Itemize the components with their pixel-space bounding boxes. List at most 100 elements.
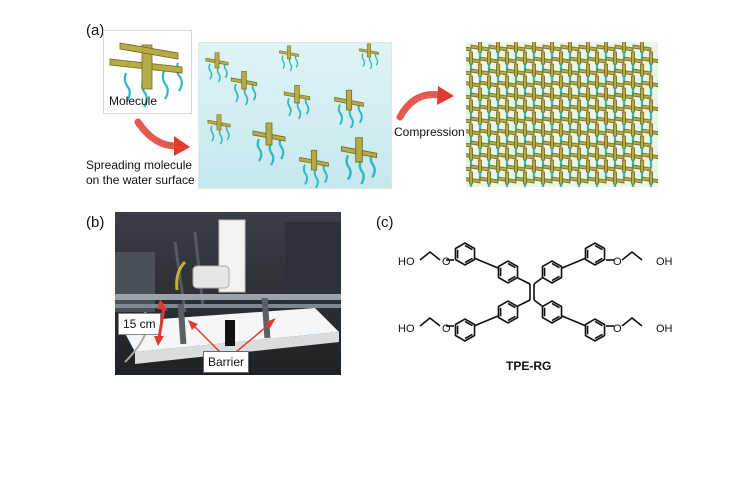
connector-bond bbox=[533, 277, 543, 285]
packed-molecule bbox=[596, 135, 616, 156]
ether-oxygen-bottom-left: O bbox=[442, 323, 451, 335]
water-surface-image bbox=[198, 42, 392, 189]
spread-arrow bbox=[134, 118, 190, 156]
packed-molecule bbox=[479, 51, 499, 72]
packed-molecule bbox=[533, 171, 553, 187]
single-molecule-image bbox=[109, 42, 183, 108]
packed-molecule bbox=[515, 51, 535, 72]
packed-molecule bbox=[560, 159, 580, 180]
floating-molecule bbox=[279, 45, 299, 72]
packed-molecule bbox=[623, 147, 643, 168]
compression-arrow bbox=[396, 86, 454, 121]
packed-molecule bbox=[524, 87, 544, 108]
packed-molecule bbox=[578, 111, 598, 132]
benzene-ring bbox=[454, 242, 476, 266]
packed-molecule bbox=[587, 147, 607, 168]
connector-bond bbox=[533, 299, 543, 307]
biphenyl-bond bbox=[473, 257, 499, 269]
packed-molecule bbox=[497, 123, 517, 144]
packed-molecule bbox=[596, 159, 616, 180]
packed-molecule bbox=[596, 63, 616, 84]
spreading-text-line2: on the water surface bbox=[86, 173, 195, 187]
scattered-molecules bbox=[205, 43, 379, 189]
molecule-label: Molecule bbox=[109, 94, 158, 108]
packed-molecule bbox=[641, 99, 658, 120]
panel-a-label: (a) bbox=[86, 22, 105, 39]
hydroxy-bottom-right: OH bbox=[656, 323, 673, 335]
packed-molecule bbox=[506, 42, 526, 60]
packed-molecule bbox=[551, 99, 571, 120]
ethylene-glycol-chain bbox=[621, 250, 643, 261]
packed-molecule bbox=[533, 99, 553, 120]
packed-molecule bbox=[632, 63, 652, 84]
packed-molecule bbox=[605, 51, 625, 72]
biphenyl-bond bbox=[561, 315, 587, 327]
packed-molecule bbox=[596, 87, 616, 108]
biphenyl-bond bbox=[561, 257, 587, 269]
compressed-film-image bbox=[466, 42, 658, 187]
connector-bond bbox=[517, 277, 531, 285]
packed-molecule bbox=[569, 75, 589, 96]
packed-molecule bbox=[479, 171, 499, 187]
ethylene-glycol-chain bbox=[621, 316, 643, 327]
ethylene-glycol-chain bbox=[419, 250, 441, 261]
floating-molecule bbox=[252, 122, 286, 166]
spreading-text: Spreading molecule on the water surface bbox=[86, 158, 206, 188]
spreading-text-line1: Spreading molecule bbox=[86, 158, 193, 172]
packed-molecule bbox=[641, 75, 658, 96]
packed-molecule bbox=[569, 99, 589, 120]
packed-molecule bbox=[470, 111, 490, 132]
packed-molecule bbox=[466, 118, 472, 124]
hydroxy-top-left: HO bbox=[398, 256, 415, 268]
compound-name: TPE-RG bbox=[506, 359, 551, 373]
packed-molecule bbox=[560, 87, 580, 108]
packed-molecule bbox=[641, 51, 658, 72]
ether-oxygen-bottom-right: O bbox=[613, 323, 622, 335]
packed-molecule bbox=[551, 75, 571, 96]
benzene-ring bbox=[541, 260, 563, 284]
packed-molecule bbox=[641, 171, 658, 187]
hydroxy-top-right: OH bbox=[656, 256, 673, 268]
packed-molecule bbox=[466, 94, 472, 100]
packed-molecule bbox=[605, 171, 625, 187]
dimension-label-box: 15 cm bbox=[118, 313, 161, 335]
packed-molecule bbox=[551, 171, 571, 187]
biphenyl-bond bbox=[473, 315, 499, 327]
compressed-molecule-grid bbox=[466, 42, 658, 187]
packed-molecule bbox=[533, 75, 553, 96]
packed-molecule bbox=[569, 147, 589, 168]
packed-molecule bbox=[605, 123, 625, 144]
packed-molecule bbox=[614, 42, 634, 60]
packed-molecule bbox=[641, 147, 658, 168]
packed-molecule bbox=[466, 70, 472, 76]
barrier-label: Barrier bbox=[208, 355, 245, 369]
floating-molecule bbox=[359, 43, 379, 70]
packed-molecule bbox=[569, 51, 589, 72]
packed-molecule bbox=[466, 142, 472, 148]
packed-molecule bbox=[466, 166, 472, 172]
packed-molecule bbox=[623, 171, 643, 187]
benzene-ring bbox=[541, 300, 563, 324]
packed-molecule bbox=[578, 159, 598, 180]
packed-molecule bbox=[488, 42, 508, 60]
floating-molecule bbox=[205, 52, 229, 83]
floating-molecule bbox=[230, 71, 258, 106]
floating-molecule bbox=[283, 85, 311, 120]
hydroxy-bottom-left: HO bbox=[398, 323, 415, 335]
packed-molecule bbox=[497, 171, 517, 187]
packed-molecule bbox=[596, 42, 616, 60]
packed-molecule bbox=[587, 171, 607, 187]
packed-molecule bbox=[506, 159, 526, 180]
packed-molecule bbox=[466, 171, 481, 187]
floating-molecule bbox=[299, 149, 329, 189]
panel-b-label: (b) bbox=[86, 214, 105, 231]
dimension-arrow bbox=[154, 300, 169, 346]
barrier-label-box: Barrier bbox=[203, 351, 250, 373]
benzene-ring bbox=[497, 300, 519, 324]
benzene-ring bbox=[584, 318, 606, 342]
floating-molecule bbox=[334, 89, 364, 129]
packed-molecule bbox=[466, 46, 472, 52]
packed-molecule bbox=[569, 171, 589, 187]
packed-molecule bbox=[614, 87, 634, 108]
compression-label: Compression bbox=[394, 125, 465, 139]
